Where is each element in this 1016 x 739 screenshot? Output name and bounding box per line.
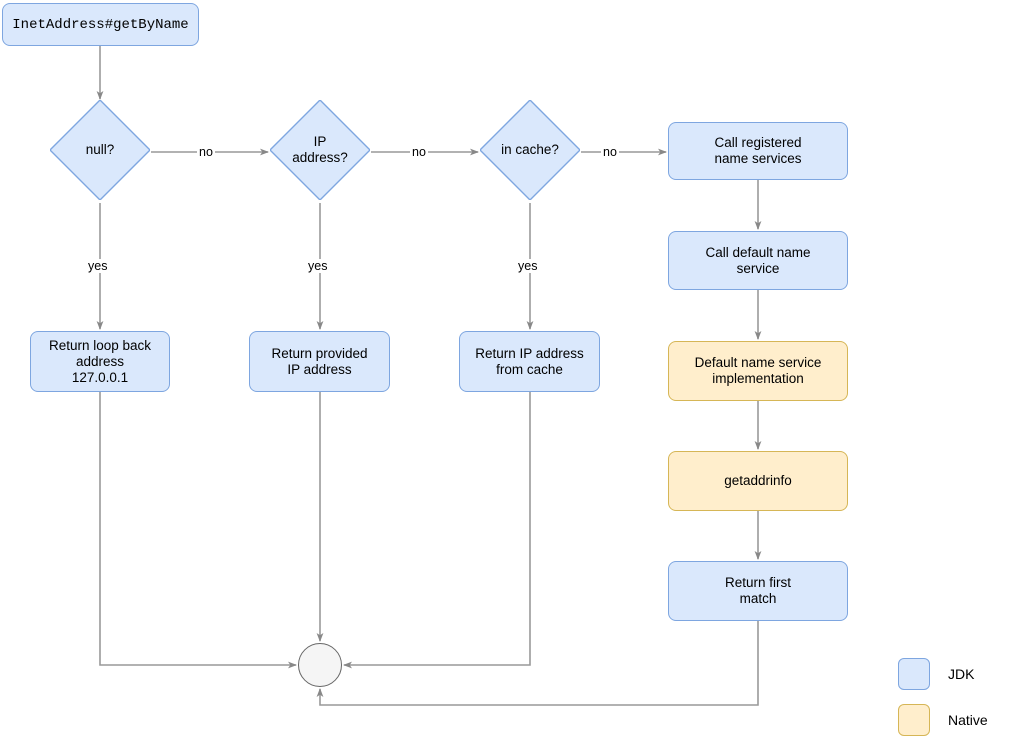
node-return-provided[interactable]: Return provided IP address (249, 331, 390, 392)
edge-label-cache-no: no (601, 145, 619, 159)
node-getaddrinfo-label: getaddrinfo (724, 473, 792, 488)
edge-loopback-to-merge (99, 392, 297, 669)
node-default-impl-label: Default name service implementation (694, 355, 822, 386)
edge-cached-to-merge (343, 392, 531, 669)
node-ip-check-label: IP address? (292, 134, 348, 165)
node-return-loopback[interactable]: Return loop back address 127.0.0.1 (30, 331, 170, 392)
legend-swatch-jdk (898, 658, 930, 690)
node-merge-point[interactable] (298, 643, 342, 687)
diamond-shape (50, 100, 150, 200)
node-call-default[interactable]: Call default name service (668, 231, 848, 290)
node-default-impl[interactable]: Default name service implementation (668, 341, 848, 401)
edge-label-null-yes: yes (86, 259, 110, 273)
node-null-check-label: null? (85, 142, 115, 157)
edge-label-ip-no: no (410, 145, 428, 159)
legend-label-native: Native (948, 712, 988, 728)
node-return-first-match[interactable]: Return first match (668, 561, 848, 621)
diamond-shape (270, 100, 370, 200)
edge-first-to-merge (316, 621, 759, 706)
node-return-cached-label: Return IP address from cache (475, 345, 584, 377)
edge-label-null-no: no (197, 145, 215, 159)
node-entry-label: InetAddress#getByName (12, 16, 189, 33)
node-null-check[interactable]: null? (50, 100, 150, 200)
legend-row-jdk: JDK (898, 658, 974, 690)
node-return-first-match-label: Return first match (724, 575, 792, 606)
edge-label-cache-yes: yes (516, 259, 540, 273)
legend-label-jdk: JDK (948, 666, 975, 682)
node-return-provided-label: Return provided IP address (271, 345, 368, 377)
node-ip-check[interactable]: IP address? (270, 100, 370, 200)
node-call-registered[interactable]: Call registered name services (668, 122, 848, 180)
legend-swatch-native (898, 704, 930, 736)
node-return-cached[interactable]: Return IP address from cache (459, 331, 600, 392)
node-call-registered-label: Call registered name services (714, 135, 802, 166)
node-call-default-label: Call default name service (705, 244, 811, 276)
legend: JDK Native (898, 658, 1016, 736)
node-getaddrinfo[interactable]: getaddrinfo (668, 451, 848, 511)
node-entry[interactable]: InetAddress#getByName (2, 3, 199, 46)
node-cache-check-label: in cache? (501, 142, 559, 157)
node-return-loopback-label: Return loop back address 127.0.0.1 (48, 337, 152, 385)
diamond-shape (480, 100, 580, 200)
legend-row-native: Native (898, 704, 988, 736)
node-cache-check[interactable]: in cache? (480, 100, 580, 200)
edge-label-ip-yes: yes (306, 259, 330, 273)
